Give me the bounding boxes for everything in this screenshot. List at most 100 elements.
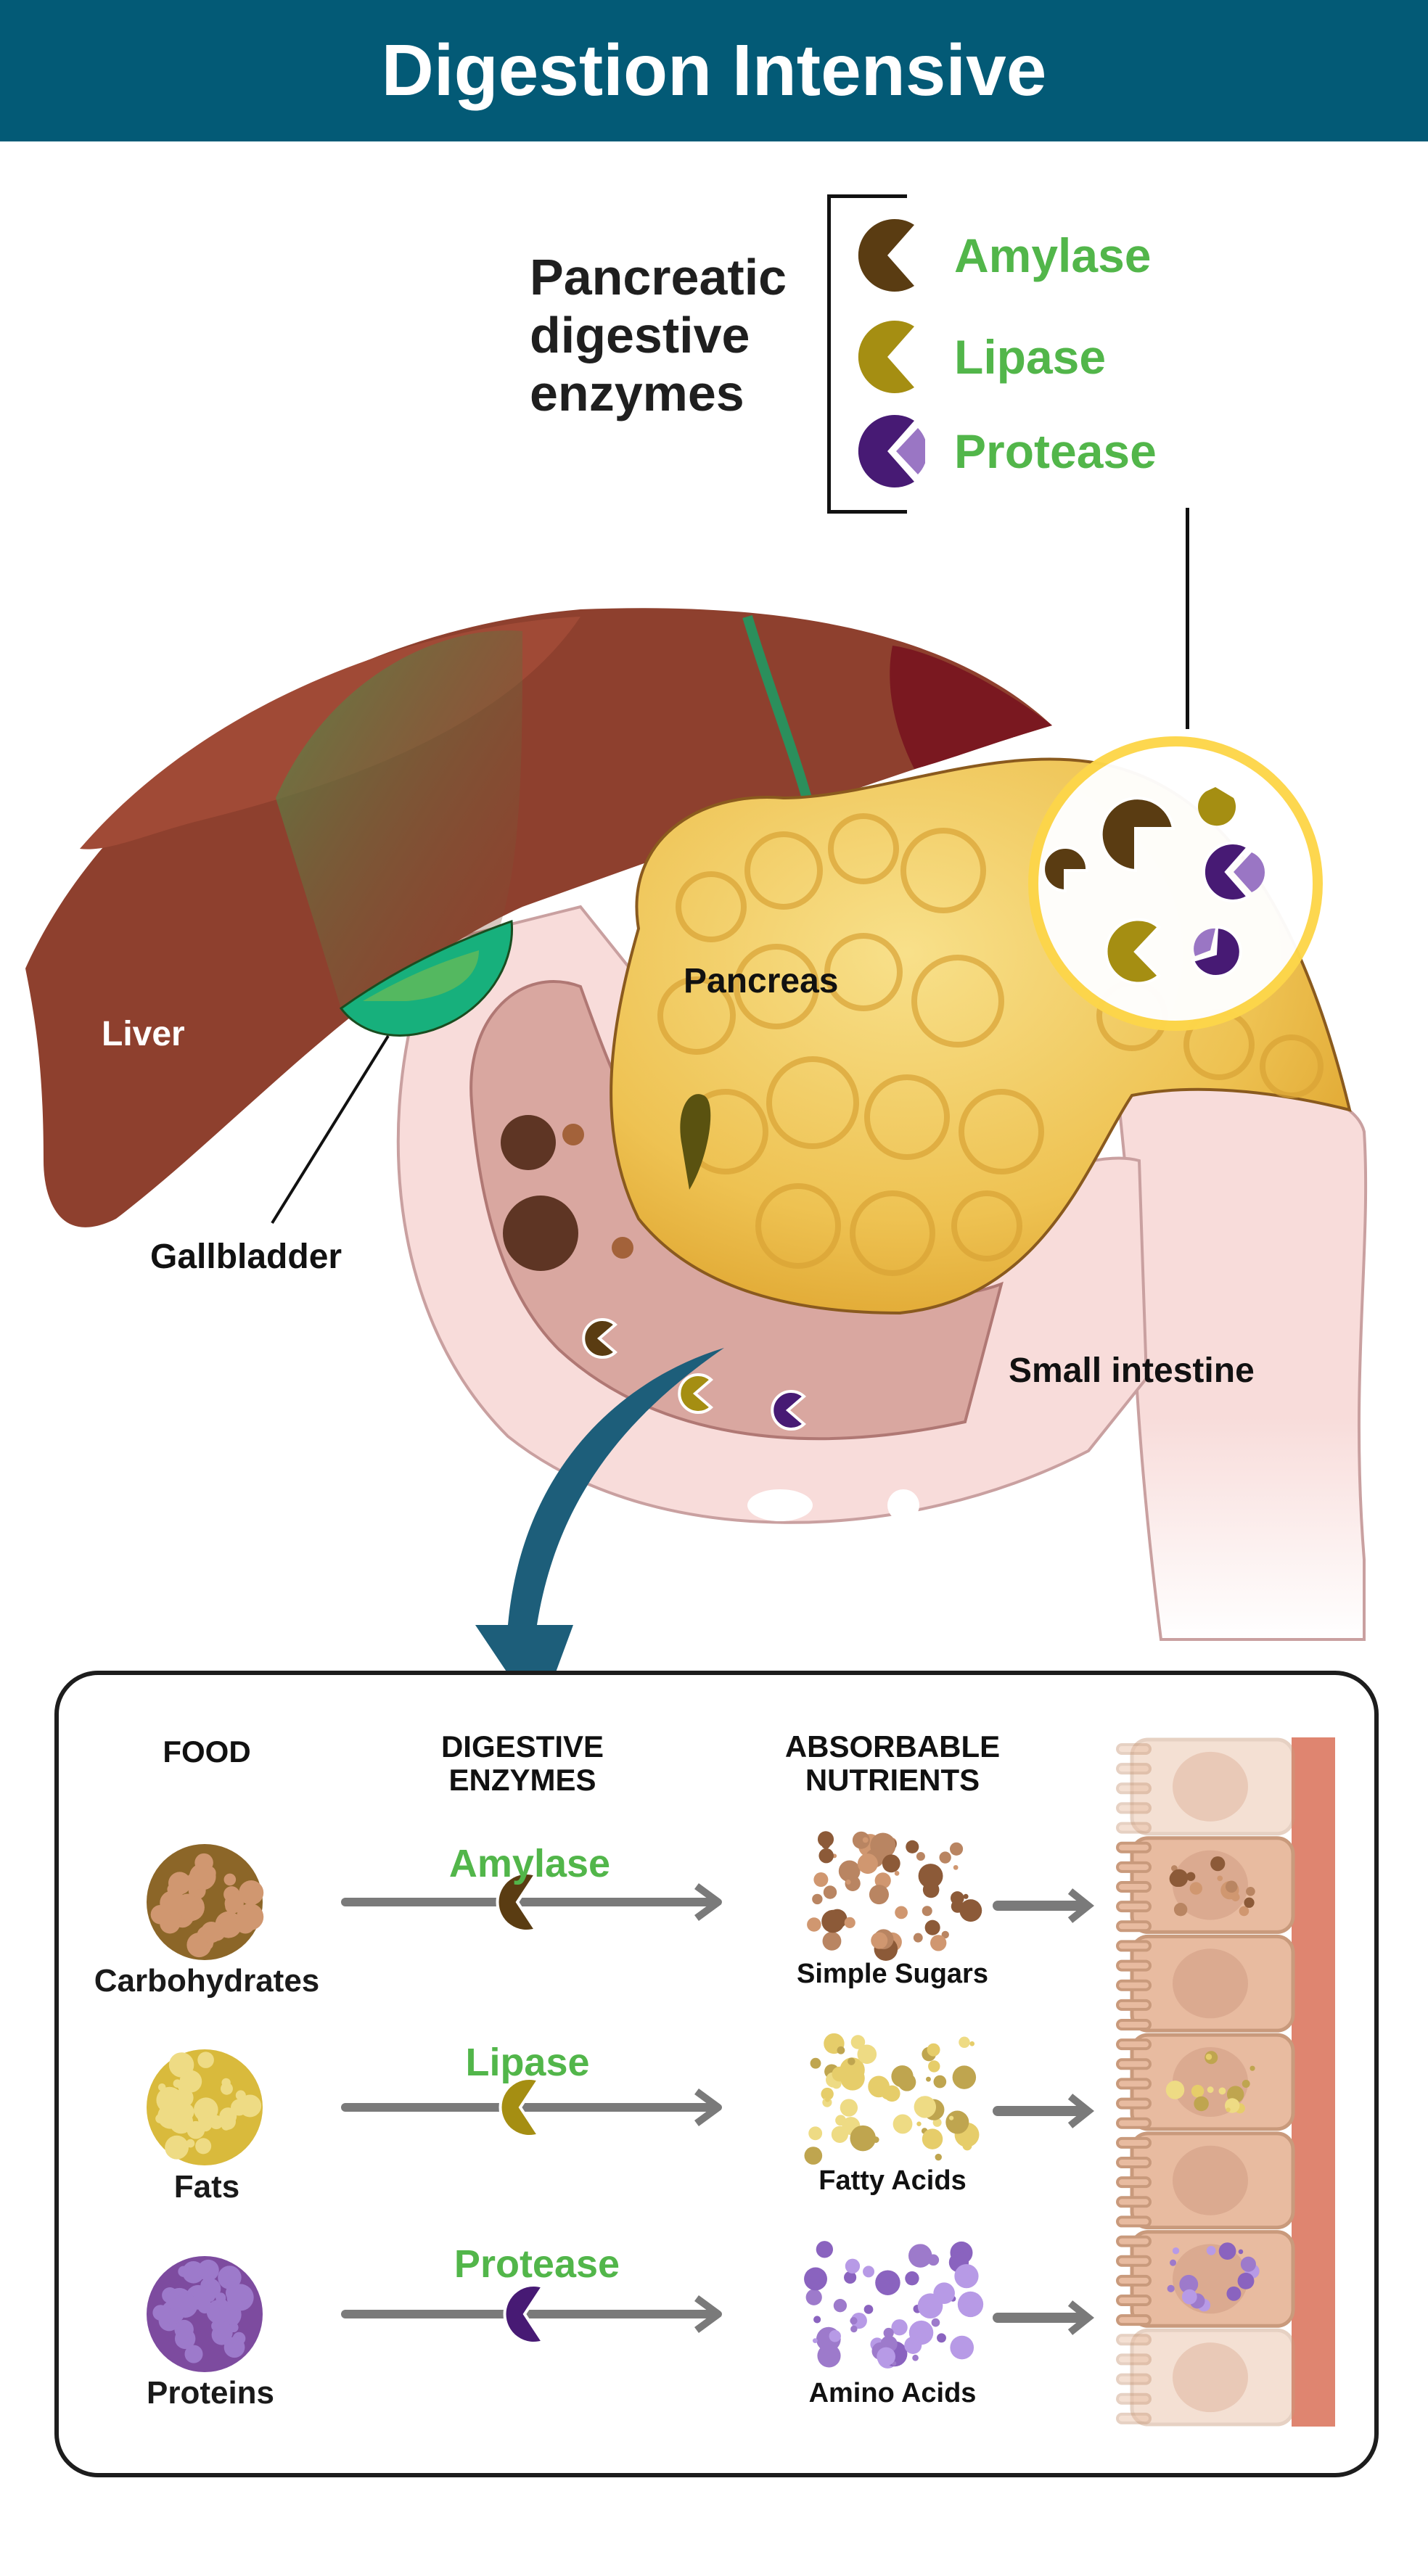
nutrient-particle: [850, 2312, 867, 2329]
nutrient-particle: [895, 1906, 908, 1919]
absorption-arrowhead: [1067, 2094, 1095, 2128]
legend-title-line: Pancreatic: [530, 249, 787, 305]
nutrient-particle: [912, 2354, 919, 2361]
nutrient-particle: [881, 2086, 894, 2100]
nutrient-particle: [935, 2153, 942, 2161]
food-particle: [195, 2138, 212, 2155]
nutrient-particle: [804, 2267, 827, 2291]
small-intestine-label: Small intestine: [1009, 1351, 1255, 1390]
absorbed-nutrient: [1226, 2107, 1231, 2112]
nutrient-particle: [805, 2289, 822, 2305]
food-particle: [239, 1880, 264, 1906]
nutrient-particle: [933, 2075, 947, 2089]
nutrient-particle: [821, 1909, 845, 1933]
nutrient-particle: [857, 1853, 878, 1875]
food-particle: [173, 2293, 198, 2318]
food-column-header: FOOD: [163, 1735, 251, 1769]
microvillus: [1116, 1979, 1152, 1991]
absorbed-nutrient: [1244, 1897, 1255, 1908]
cell-nucleus: [1173, 1949, 1248, 2019]
microvillus: [1116, 2078, 1152, 2090]
nutrient-particle: [804, 2147, 823, 2165]
microvillus: [1116, 1881, 1152, 1893]
gallbladder-pointer-line: [271, 1034, 390, 1225]
header-line: ABSORBABLE: [784, 1729, 1001, 1764]
absorbed-nutrient: [1170, 2259, 1177, 2266]
nutrient-particle: [949, 2115, 954, 2120]
food-particle: [224, 1893, 244, 1913]
legend-label-protease: Protease: [954, 424, 1157, 478]
microvillus: [1116, 2215, 1152, 2228]
nutrient-particle: [962, 2141, 972, 2151]
nutrient-particle: [845, 2258, 861, 2273]
food-particle: [155, 2114, 165, 2124]
microvillus: [1116, 1782, 1152, 1795]
nutrient-particle: [817, 2344, 841, 2368]
microvillus: [1116, 2412, 1152, 2424]
nutrient-particle: [941, 1930, 949, 1939]
pancreas-label: Pancreas: [684, 962, 839, 1000]
absorbed-nutrient: [1186, 1872, 1196, 1881]
enzyme-label-lipase: Lipase: [465, 2041, 590, 2084]
header-line: DIGESTIVE: [440, 1729, 604, 1764]
legend-item-amylase: Amylase: [853, 218, 1152, 293]
food-particle: [198, 2118, 213, 2132]
absorbed-nutrient: [1218, 2242, 1236, 2260]
microvillus: [1116, 2097, 1152, 2110]
nutrient-particle: [908, 2244, 932, 2268]
absorbed-nutrient: [1172, 2247, 1180, 2255]
nutrient-particle: [850, 2035, 866, 2049]
absorbed-nutrient: [1205, 2054, 1212, 2060]
food-particle: [189, 1863, 216, 1890]
nutrient-particle: [951, 1899, 964, 1913]
food-particle: [200, 1922, 222, 1943]
reaction-arrowhead: [694, 1882, 722, 1922]
food-label-proteins: Proteins: [146, 2375, 275, 2411]
nutrient-particle: [877, 2347, 896, 2366]
nutrient-particle: [869, 1885, 889, 1905]
absorbed-nutrient: [1226, 2286, 1242, 2301]
enzyme-icon-protease: [503, 2284, 546, 2345]
nutrient-particle: [844, 2271, 857, 2284]
food-label-fats: Fats: [173, 2169, 240, 2205]
nutrient-particle: [823, 1885, 837, 1899]
nutrient-particle: [916, 2121, 922, 2126]
reaction-arrowhead: [694, 2088, 722, 2127]
nutrient-particle: [883, 2327, 894, 2339]
nutrient-particle: [844, 1917, 855, 1928]
absorbed-nutrient: [1250, 2065, 1255, 2071]
microvillus: [1116, 1802, 1152, 1814]
nutrient-particle: [818, 1848, 834, 1864]
microvillus: [1116, 1861, 1152, 1873]
food-particle: [197, 2052, 214, 2068]
nutrient-particle: [848, 2057, 855, 2065]
enzyme-icon-lipase: [498, 2077, 541, 2138]
absorption-arrowhead: [1067, 2300, 1095, 2335]
nutrient-particle: [963, 1893, 969, 1899]
epithelium-tissue: [1292, 1737, 1335, 2427]
nutrient-particle: [821, 1840, 831, 1849]
nutrient-particle: [916, 1851, 925, 1861]
legend-connector-line: [1186, 508, 1189, 729]
microvillus: [1116, 1743, 1152, 1755]
nutrient-particle: [924, 1919, 940, 1935]
legend-item-lipase: Lipase: [853, 319, 1106, 395]
cell-nucleus: [1173, 2145, 1248, 2215]
anatomy-illustration: [25, 608, 1368, 1687]
microvillus: [1116, 2334, 1152, 2346]
microvillus: [1116, 1940, 1152, 1952]
legend-bracket: [827, 194, 907, 514]
microvillus: [1116, 2314, 1152, 2326]
food-particle: [150, 1905, 171, 1925]
food-particle: [168, 1872, 192, 1895]
epithelial-cell: [1130, 2328, 1295, 2427]
absorbed-nutrient: [1189, 1882, 1202, 1895]
reaction-arrowhead: [694, 2295, 722, 2334]
absorbed-nutrient: [1194, 2096, 1209, 2112]
absorbed-nutrient: [1207, 2086, 1214, 2094]
food-particle: [239, 2094, 262, 2118]
absorbed-nutrient: [1173, 1903, 1188, 1917]
absorbed-nutrient: [1237, 2272, 1255, 2289]
nutrient-particle: [919, 2108, 925, 2114]
